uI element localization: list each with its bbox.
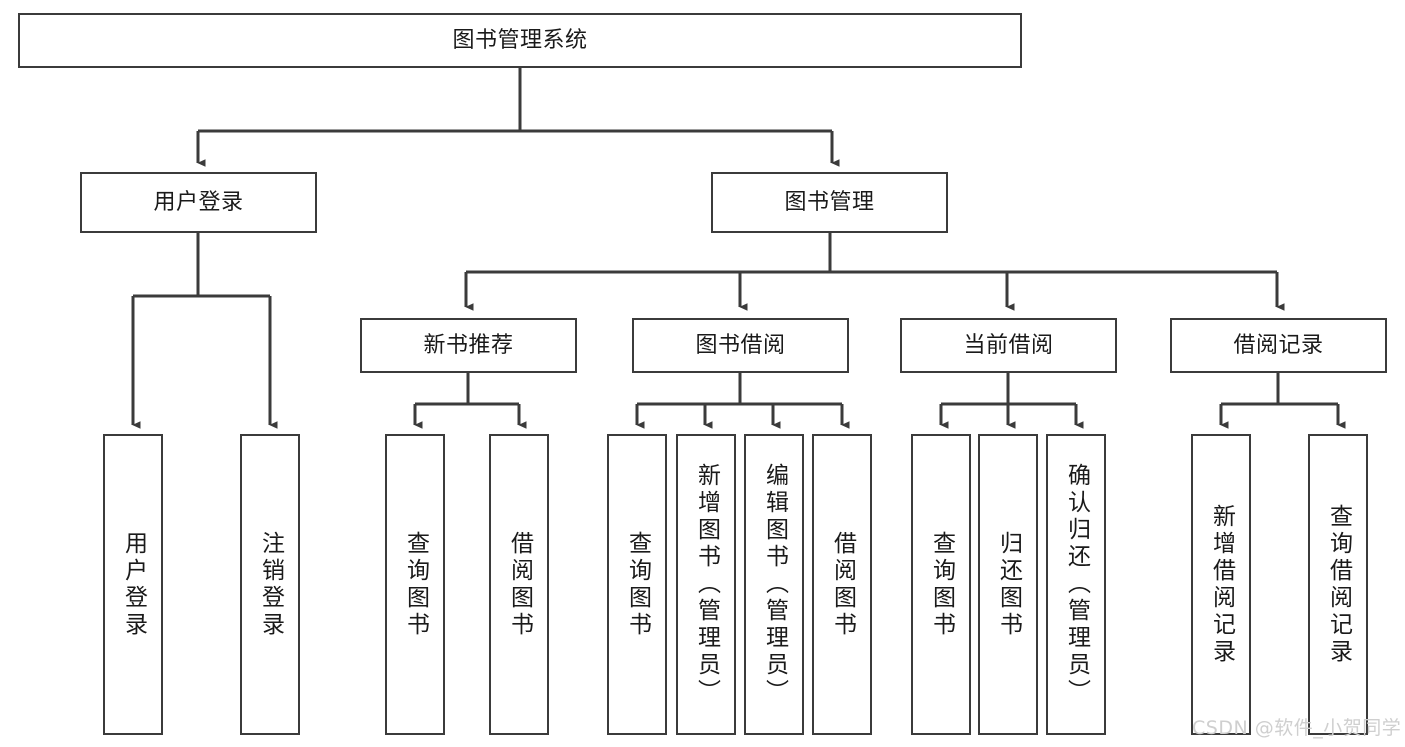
node-label: 图书管理系统 (452, 27, 588, 53)
node-label: 查询图书 (624, 530, 651, 639)
node-label: 图书借阅 (695, 332, 786, 358)
leaf-query-book-recommend[interactable]: 查询图书 (385, 434, 445, 735)
leaf-confirm-return-admin[interactable]: 确认归还（管理员） (1046, 434, 1106, 735)
leaf-user-login[interactable]: 用户登录 (103, 434, 163, 735)
node-label: 查询图书 (402, 530, 429, 639)
node-book-management[interactable]: 图书管理 (711, 172, 948, 233)
leaf-query-borrow-record[interactable]: 查询借阅记录 (1308, 434, 1368, 735)
node-label: 新书推荐 (423, 332, 514, 358)
node-label: 查询借阅记录 (1325, 503, 1352, 666)
leaf-edit-book-admin[interactable]: 编辑图书（管理员） (744, 434, 804, 735)
node-new-book-recommend[interactable]: 新书推荐 (360, 318, 577, 373)
node-label: 归还图书 (995, 530, 1022, 639)
node-label: 注销登录 (257, 530, 284, 639)
node-label: 图书管理 (784, 189, 875, 215)
leaf-borrow-book[interactable]: 借阅图书 (812, 434, 872, 735)
node-label: 确认归还（管理员） (1063, 463, 1090, 706)
node-label: 编辑图书（管理员） (761, 463, 788, 706)
leaf-borrow-book-recommend[interactable]: 借阅图书 (489, 434, 549, 735)
node-root-system[interactable]: 图书管理系统 (18, 13, 1022, 68)
node-label: 新增图书（管理员） (693, 463, 720, 706)
leaf-query-book-borrow[interactable]: 查询图书 (607, 434, 667, 735)
leaf-return-book[interactable]: 归还图书 (978, 434, 1038, 735)
leaf-query-book-current[interactable]: 查询图书 (911, 434, 971, 735)
node-label: 当前借阅 (963, 332, 1054, 358)
leaf-add-borrow-record[interactable]: 新增借阅记录 (1191, 434, 1251, 735)
node-label: 用户登录 (120, 530, 147, 639)
node-label: 查询图书 (928, 530, 955, 639)
node-book-borrow[interactable]: 图书借阅 (632, 318, 849, 373)
node-label: 借阅记录 (1233, 332, 1324, 358)
node-label: 新增借阅记录 (1208, 503, 1235, 666)
node-user-login[interactable]: 用户登录 (80, 172, 317, 233)
leaf-add-book-admin[interactable]: 新增图书（管理员） (676, 434, 736, 735)
node-label: 借阅图书 (506, 530, 533, 639)
leaf-logout-login[interactable]: 注销登录 (240, 434, 300, 735)
node-label: 借阅图书 (829, 530, 856, 639)
node-current-borrow[interactable]: 当前借阅 (900, 318, 1117, 373)
node-borrow-record[interactable]: 借阅记录 (1170, 318, 1387, 373)
node-label: 用户登录 (153, 189, 244, 215)
